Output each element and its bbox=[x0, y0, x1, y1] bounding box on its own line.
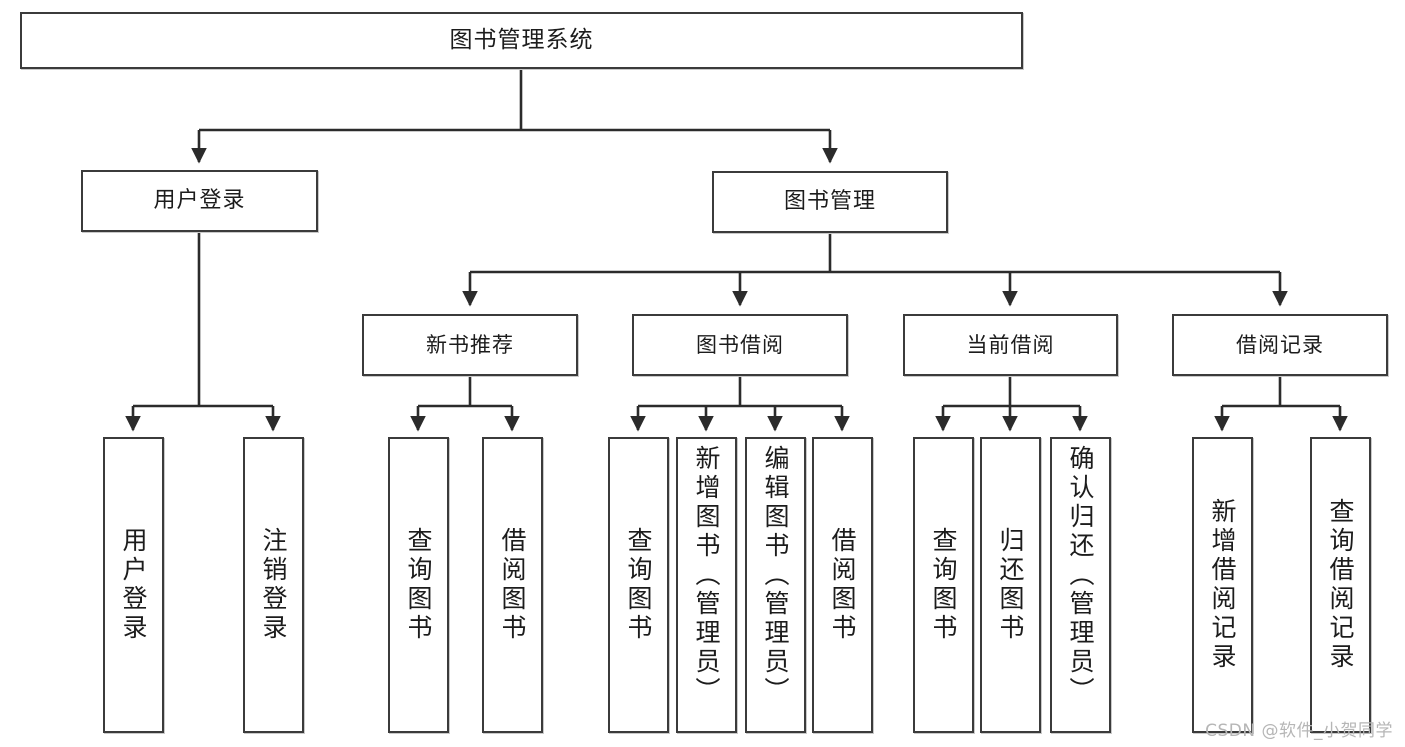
node-new-book-recommend[interactable]: 新书推荐 bbox=[362, 314, 578, 376]
node-label-book-borrow: 图书借阅 bbox=[696, 332, 784, 357]
node-label-book-management: 图书管理 bbox=[783, 189, 876, 215]
leaf-borrow-book-recommend[interactable]: 借阅图书 bbox=[482, 437, 543, 733]
leaf-edit-book-admin[interactable]: 编辑图书（管理员） bbox=[745, 437, 806, 733]
node-book-management[interactable]: 图书管理 bbox=[712, 171, 948, 233]
node-label-user-login: 用户登录 bbox=[153, 188, 246, 214]
node-root-book-management-system[interactable]: 图书管理系统 bbox=[20, 12, 1023, 69]
leaf-query-book-borrow[interactable]: 查询图书 bbox=[608, 437, 669, 733]
leaf-label-return-book: 归还图书 bbox=[996, 527, 1025, 643]
leaf-label-query-book-1: 查询图书 bbox=[404, 527, 433, 643]
leaf-label-confirm-return-admin: 确认归还（管理员） bbox=[1066, 445, 1095, 706]
node-borrow-record[interactable]: 借阅记录 bbox=[1172, 314, 1388, 376]
node-label-new-book-recommend: 新书推荐 bbox=[426, 332, 514, 357]
leaf-label-borrow-book-1: 借阅图书 bbox=[498, 527, 527, 643]
leaf-query-borrow-record[interactable]: 查询借阅记录 bbox=[1310, 437, 1371, 733]
leaf-borrow-book-borrow[interactable]: 借阅图书 bbox=[812, 437, 873, 733]
node-label-current-borrow: 当前借阅 bbox=[966, 332, 1055, 357]
node-label-borrow-record: 借阅记录 bbox=[1236, 332, 1324, 357]
node-label-root: 图书管理系统 bbox=[449, 27, 594, 54]
leaf-label-user-login: 用户登录 bbox=[119, 527, 148, 643]
leaf-label-add-book-admin: 新增图书（管理员） bbox=[692, 445, 721, 706]
leaf-label-edit-book-admin: 编辑图书（管理员） bbox=[761, 445, 790, 706]
leaf-label-borrow-book-2: 借阅图书 bbox=[828, 527, 857, 643]
leaf-label-query-book-2: 查询图书 bbox=[624, 527, 653, 643]
node-current-borrow[interactable]: 当前借阅 bbox=[903, 314, 1118, 376]
leaf-query-book-recommend[interactable]: 查询图书 bbox=[388, 437, 449, 733]
leaf-label-add-borrow-record: 新增借阅记录 bbox=[1208, 498, 1237, 672]
leaf-return-book[interactable]: 归还图书 bbox=[980, 437, 1041, 733]
leaf-user-login[interactable]: 用户登录 bbox=[103, 437, 164, 733]
leaf-add-book-admin[interactable]: 新增图书（管理员） bbox=[676, 437, 737, 733]
leaf-label-query-borrow-record: 查询借阅记录 bbox=[1326, 498, 1355, 672]
leaf-logout-login[interactable]: 注销登录 bbox=[243, 437, 304, 733]
leaf-label-query-book-3: 查询图书 bbox=[929, 527, 958, 643]
leaf-confirm-return-admin[interactable]: 确认归还（管理员） bbox=[1050, 437, 1111, 733]
node-user-login[interactable]: 用户登录 bbox=[81, 170, 318, 232]
leaf-add-borrow-record[interactable]: 新增借阅记录 bbox=[1192, 437, 1253, 733]
leaf-label-logout-login: 注销登录 bbox=[259, 527, 288, 643]
node-book-borrow[interactable]: 图书借阅 bbox=[632, 314, 848, 376]
leaf-query-book-current[interactable]: 查询图书 bbox=[913, 437, 974, 733]
